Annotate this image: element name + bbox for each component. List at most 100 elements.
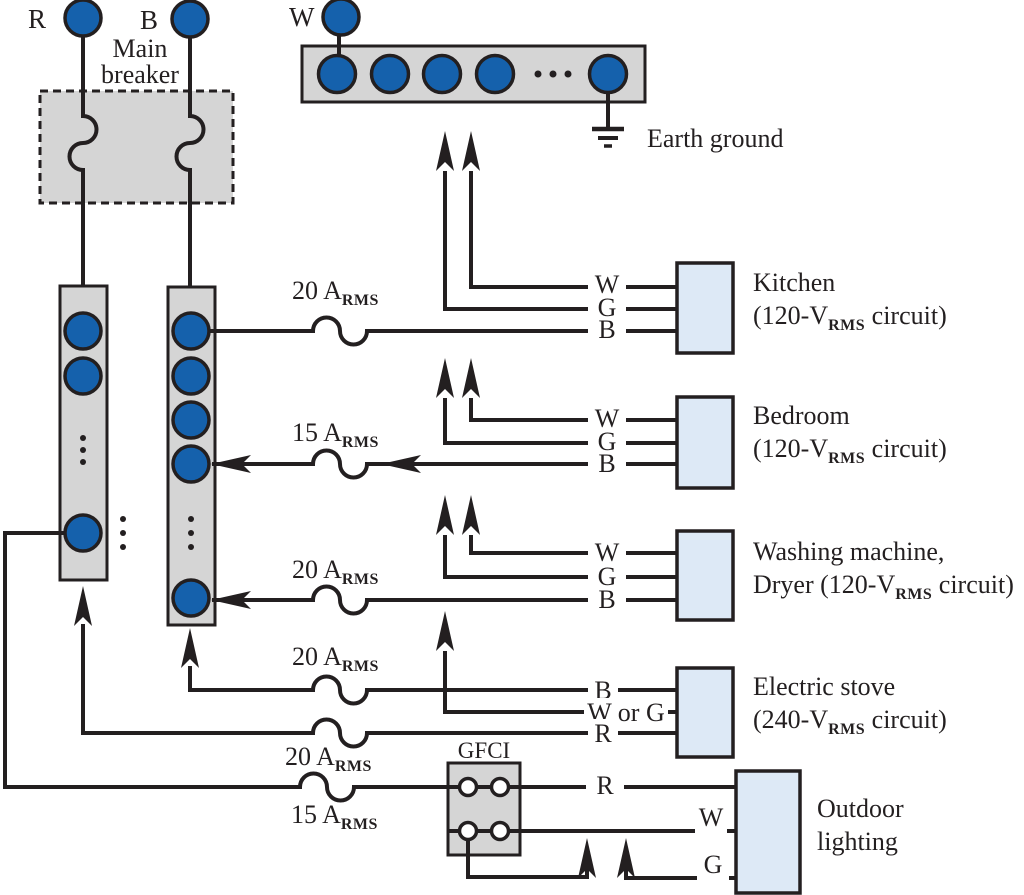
arrow-left-icon [211, 455, 251, 473]
main-breaker-line2: breaker [101, 60, 179, 89]
load-detail-pre: (120-V [753, 301, 829, 330]
load-detail-pre: (120-V [753, 434, 829, 463]
breaker-symbol-bedroom [212, 448, 677, 480]
terminal-w-circle [321, 0, 361, 37]
wire-label-b: B [598, 585, 616, 614]
load-detail-post: circuit) [865, 434, 947, 463]
breaker-symbol-stove-r [81, 624, 677, 749]
load-box-kitchen [675, 261, 735, 355]
arrow-up-icon [617, 838, 635, 878]
breaker-symbol-outdoor-r [3, 531, 448, 803]
r-bus-lug [63, 513, 103, 553]
r-bus-lug [63, 356, 103, 396]
breaker-symbol-kitchen [209, 315, 677, 347]
load-name: Washing machine, [753, 537, 945, 566]
terminal-r-label: R [28, 4, 47, 34]
rating-value: 20 A [292, 555, 342, 584]
load-name: Bedroom [753, 401, 850, 430]
ellipsis-dots [80, 70, 572, 550]
b-bus-lug [171, 400, 211, 440]
breaker-symbol-stove-b [188, 666, 677, 706]
stove-wire-label-r: R [588, 719, 618, 749]
neutral-lug [316, 53, 358, 95]
wire-label-g: G [597, 561, 617, 591]
arrow-up-icon [74, 586, 92, 626]
rating-value: 15 A [291, 800, 341, 829]
arrow-up-icon [181, 628, 199, 668]
r-bus-lug [63, 311, 103, 351]
load-detail-post: circuit) [865, 301, 947, 330]
rating-sub: RMS [341, 658, 379, 675]
rating-value: 20 A [292, 276, 342, 305]
terminal-circles [63, 0, 629, 618]
load-box-washer [675, 529, 735, 622]
b-bus-lug [171, 311, 211, 351]
rating-value: 20 A [292, 642, 342, 671]
rating-outdoor-15: 15 ARMS [291, 800, 378, 833]
wire-label-w: W [594, 270, 620, 299]
load-box-stove [675, 666, 735, 759]
rating-stove-b: 20 ARMS [292, 642, 379, 675]
arrow-left-icon [211, 591, 251, 609]
terminal-r-circle [63, 0, 103, 38]
terminal-b-circle [170, 0, 210, 39]
terminal-w-label: W [289, 2, 315, 32]
load-box-bedroom [675, 395, 735, 490]
wire-label-g: G [597, 426, 617, 456]
wire-label-w: W [594, 538, 620, 567]
arrow-up-icon [436, 131, 454, 171]
outdoor-wire-label-w: W [695, 803, 727, 833]
neutral-lug [421, 53, 463, 95]
rating-sub: RMS [341, 292, 379, 309]
gfci-label: GFCI [457, 738, 511, 763]
arrow-up-icon [436, 611, 454, 651]
load-detail-pre: Dryer (120-V [753, 570, 896, 599]
load-detail-sub: RMS [828, 317, 866, 334]
bedroom-wire-labels: W G B [588, 404, 626, 478]
wire-label-g: G [597, 292, 617, 322]
outdoor-wire-label-r: R [586, 771, 624, 801]
arrow-left-icon [381, 455, 421, 473]
b-bus-lug [171, 444, 211, 484]
earth-ground-icon [592, 92, 624, 148]
rating-sub: RMS [341, 571, 379, 588]
breaker-symbol-main-r [67, 36, 99, 287]
rating-washer: 20 ARMS [292, 555, 379, 588]
b-bus-lug [171, 356, 211, 396]
kitchen-wire-labels: W G B [588, 270, 626, 344]
current-arrows [74, 131, 635, 878]
arrow-up-icon [436, 358, 454, 398]
neutral-lug [369, 53, 411, 95]
arrow-up-icon [462, 358, 480, 398]
bedroom-label: Bedroom (120-VRMS circuit) [753, 399, 947, 469]
gfci-contacts [457, 776, 511, 842]
load-detail-sub: RMS [828, 450, 866, 467]
bedroom-w-wire [469, 398, 677, 422]
breaker-symbol-washer [212, 584, 677, 616]
rating-sub: RMS [341, 434, 379, 451]
load-detail-sub: RMS [828, 721, 866, 738]
washer-w-wire [469, 535, 677, 555]
load-detail-pre: (240-V [753, 705, 829, 734]
outdoor-label: Outdoor lighting [817, 792, 904, 862]
washer-label: Washing machine, Dryer (120-VRMS circuit… [753, 535, 1014, 605]
wire-label-w: W [594, 404, 620, 433]
stove-label: Electric stove (240-VRMS circuit) [753, 670, 947, 740]
rating-bedroom: 15 ARMS [292, 418, 379, 451]
outdoor-wire-label-g: G [697, 850, 729, 880]
main-breaker-box [38, 89, 235, 205]
earth-ground-label: Earth ground [647, 124, 784, 153]
neutral-lug [474, 53, 516, 95]
load-detail: (120-VRMS circuit) [753, 434, 947, 467]
load-detail: (120-VRMS circuit) [753, 301, 947, 334]
load-detail-post: circuit) [865, 705, 947, 734]
rating-value: 20 A [285, 742, 335, 771]
kitchen-label: Kitchen (120-VRMS circuit) [753, 266, 947, 336]
arrow-up-icon [578, 838, 596, 878]
rating-sub: RMS [340, 816, 378, 833]
load-detail-sub: RMS [895, 586, 933, 603]
load-detail-pre: lighting [817, 827, 898, 856]
main-breaker-label: Main breaker [85, 36, 195, 88]
